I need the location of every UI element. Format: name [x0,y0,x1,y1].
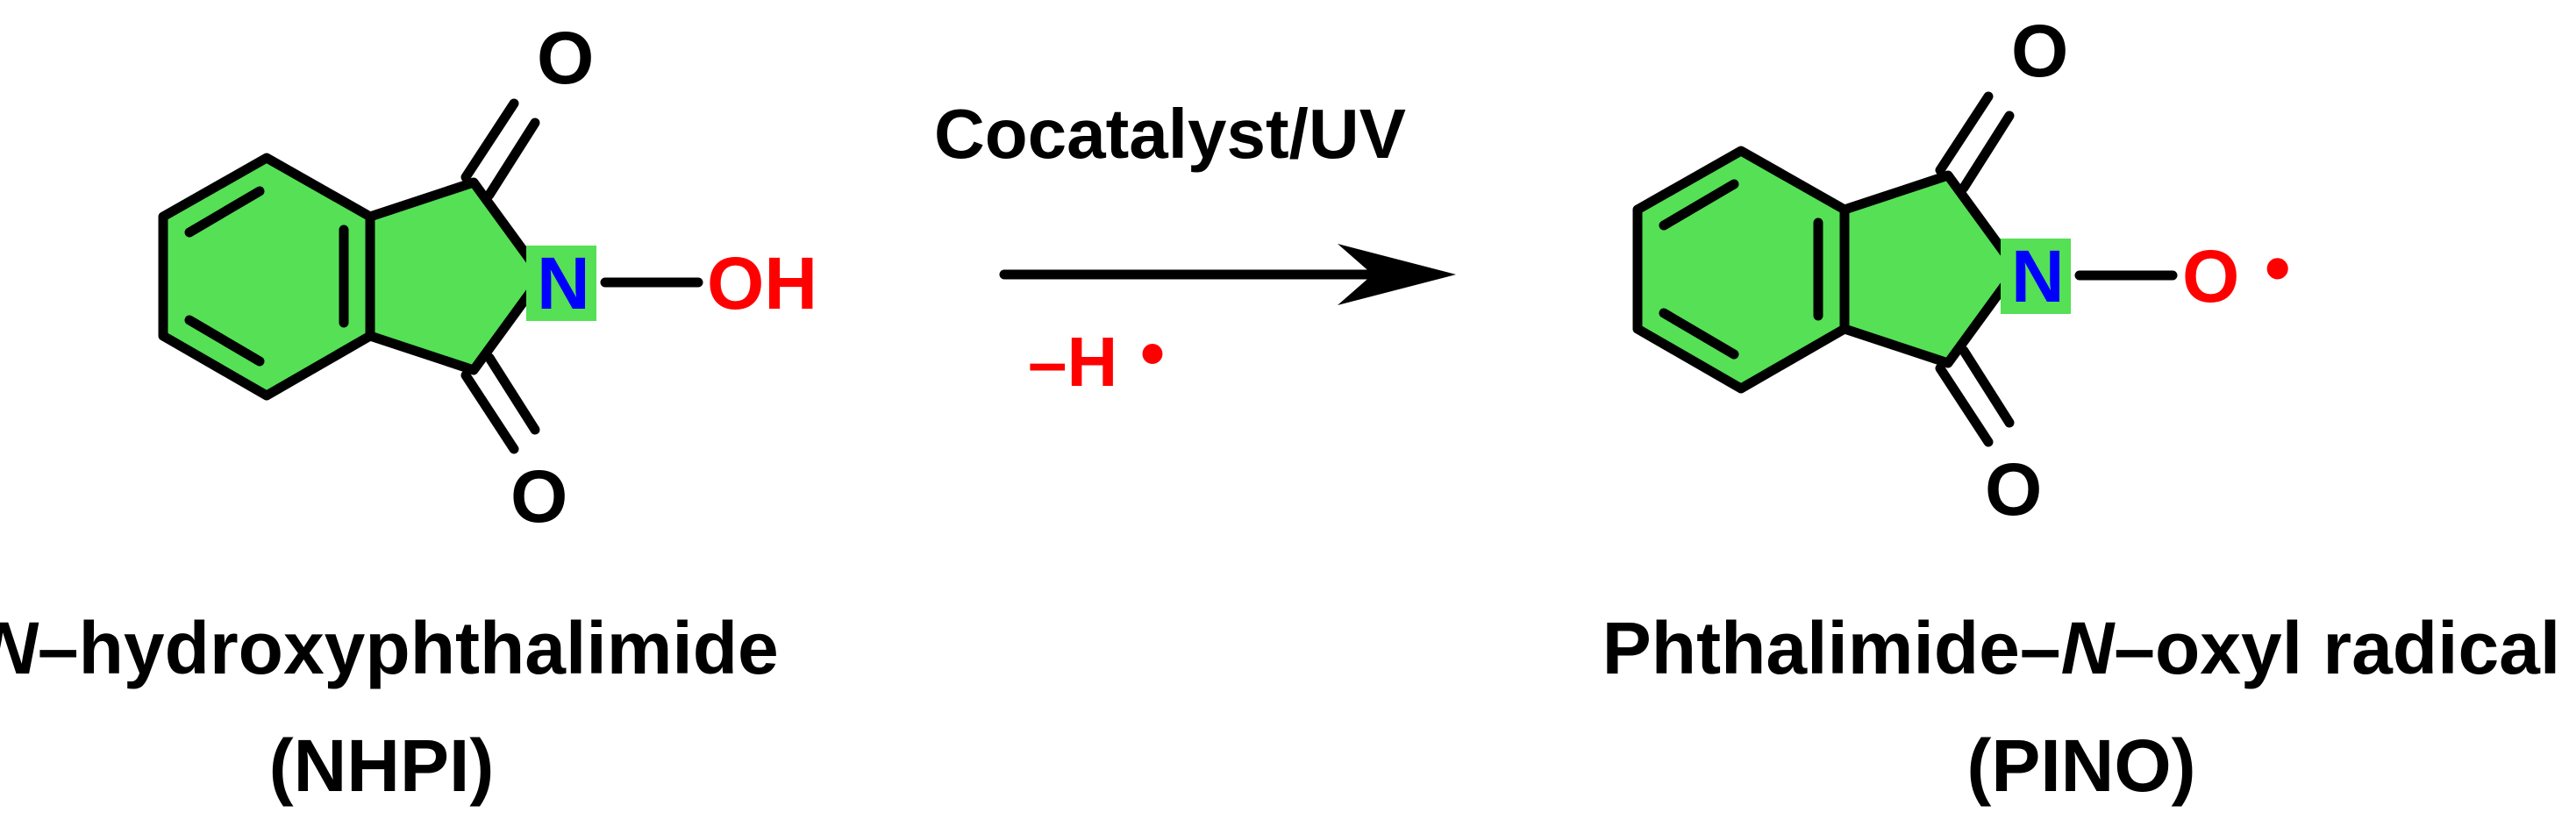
pino-inner-double-bonds [1659,179,1823,360]
cocatalyst-uv-label: Cocatalyst/UV [934,95,1406,173]
nhpi-n-label-bg [526,246,596,321]
reaction-arrow [999,244,1456,305]
pino-name-pre: Phthalimide– [1602,607,2061,689]
minus-h-label: –H [1028,323,1117,401]
pino-structure: O O N O • [1632,10,2290,531]
nhpi-imide-ring [365,177,547,375]
h-radical-dot: • [1140,314,1165,392]
pino-o-top-label: O [2011,10,2068,92]
pino-o-bottom-label: O [1985,448,2042,531]
pino-o-label: O [2182,235,2239,317]
nhpi-name-italic: N [0,607,39,689]
nhpi-structure: O O N OH [158,17,817,538]
nhpi-o-top-label: O [537,17,594,99]
pino-abbrev: (PINO) [1966,724,2195,807]
nhpi-o-bottom-label: O [510,455,567,538]
pino-name-post: –oxyl radical [2114,607,2560,689]
pino-radical-dot: • [2265,226,2290,309]
nhpi-inner-double-bonds [184,186,349,367]
pino-n-label-bg [2001,239,2071,314]
pino-name-italic: N [2061,607,2116,689]
nhpi-abbrev: (NHPI) [269,724,495,807]
nhpi-name: N–hydroxyphthalimide [0,607,779,689]
nhpi-carbonyl-bonds [460,98,540,454]
nhpi-name-rest: –hydroxyphthalimide [38,607,779,689]
pino-n-label: N [2011,235,2065,317]
pino-carbonyl-bonds [1935,91,2015,447]
pino-imide-ring [1839,170,2022,368]
nhpi-oh-label: OH [707,242,817,324]
pino-name: Phthalimide–N–oxyl radical [1602,607,2560,689]
nhpi-n-label: N [537,242,590,324]
